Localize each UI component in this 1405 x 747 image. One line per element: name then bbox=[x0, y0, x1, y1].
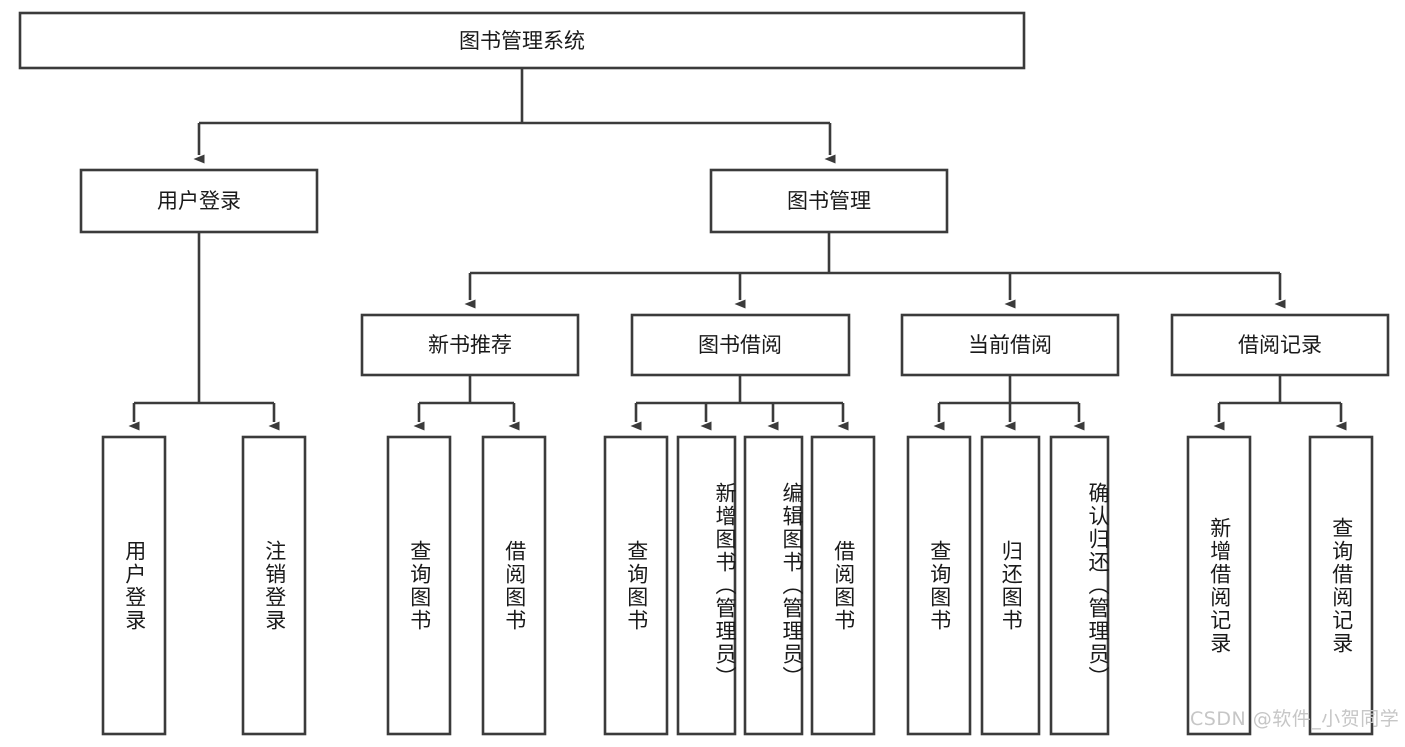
connector-bookborrow-to-leaves bbox=[630, 375, 849, 431]
connector-userlogin-to-leaves bbox=[128, 232, 280, 431]
node-leaf-borrow-book-recommend[interactable] bbox=[481, 435, 547, 736]
node-current-borrow-label: 当前借阅 bbox=[968, 333, 1052, 357]
node-book-manage-label: 图书管理 bbox=[787, 189, 871, 213]
node-book-borrow-label: 图书借阅 bbox=[698, 333, 782, 357]
node-book-manage[interactable]: 图书管理 bbox=[709, 168, 949, 234]
connector-borrowrecord-to-leaves bbox=[1213, 375, 1347, 431]
node-root-label: 图书管理系统 bbox=[459, 29, 585, 53]
node-borrow-record[interactable]: 借阅记录 bbox=[1170, 313, 1390, 377]
node-leaf-confirm-return-admin[interactable] bbox=[1049, 435, 1110, 736]
node-leaf-add-borrow-record[interactable] bbox=[1186, 435, 1252, 736]
node-current-borrow[interactable]: 当前借阅 bbox=[900, 313, 1120, 377]
connector-currentborrow-to-leaves bbox=[933, 375, 1085, 431]
csdn-watermark: CSDN @软件_小贺同学 bbox=[1190, 708, 1400, 730]
node-user-login-label: 用户登录 bbox=[157, 189, 241, 213]
node-leaf-user-logout[interactable] bbox=[241, 435, 307, 736]
connector-root-to-level2 bbox=[193, 68, 836, 164]
node-leaf-borrow-book[interactable] bbox=[810, 435, 876, 736]
node-leaf-query-book-current[interactable] bbox=[906, 435, 972, 736]
node-book-borrow[interactable]: 图书借阅 bbox=[630, 313, 851, 377]
node-leaf-query-borrow-record[interactable] bbox=[1308, 435, 1374, 736]
node-leaf-query-book-borrow[interactable] bbox=[603, 435, 669, 736]
node-borrow-record-label: 借阅记录 bbox=[1238, 333, 1322, 357]
node-root[interactable]: 图书管理系统 bbox=[18, 11, 1026, 70]
node-new-book-recommend[interactable]: 新书推荐 bbox=[360, 313, 580, 377]
node-leaf-user-login[interactable] bbox=[101, 435, 167, 736]
node-leaf-add-book-admin[interactable] bbox=[676, 435, 737, 736]
connector-recommend-to-leaves bbox=[413, 375, 520, 431]
node-user-login[interactable]: 用户登录 bbox=[79, 168, 319, 234]
node-new-book-recommend-label: 新书推荐 bbox=[428, 333, 512, 357]
connector-bookmanage-to-level3 bbox=[464, 232, 1286, 309]
node-leaf-query-book-recommend[interactable] bbox=[386, 435, 452, 736]
node-leaf-edit-book-admin[interactable] bbox=[743, 435, 804, 736]
node-leaf-return-book[interactable] bbox=[980, 435, 1041, 736]
